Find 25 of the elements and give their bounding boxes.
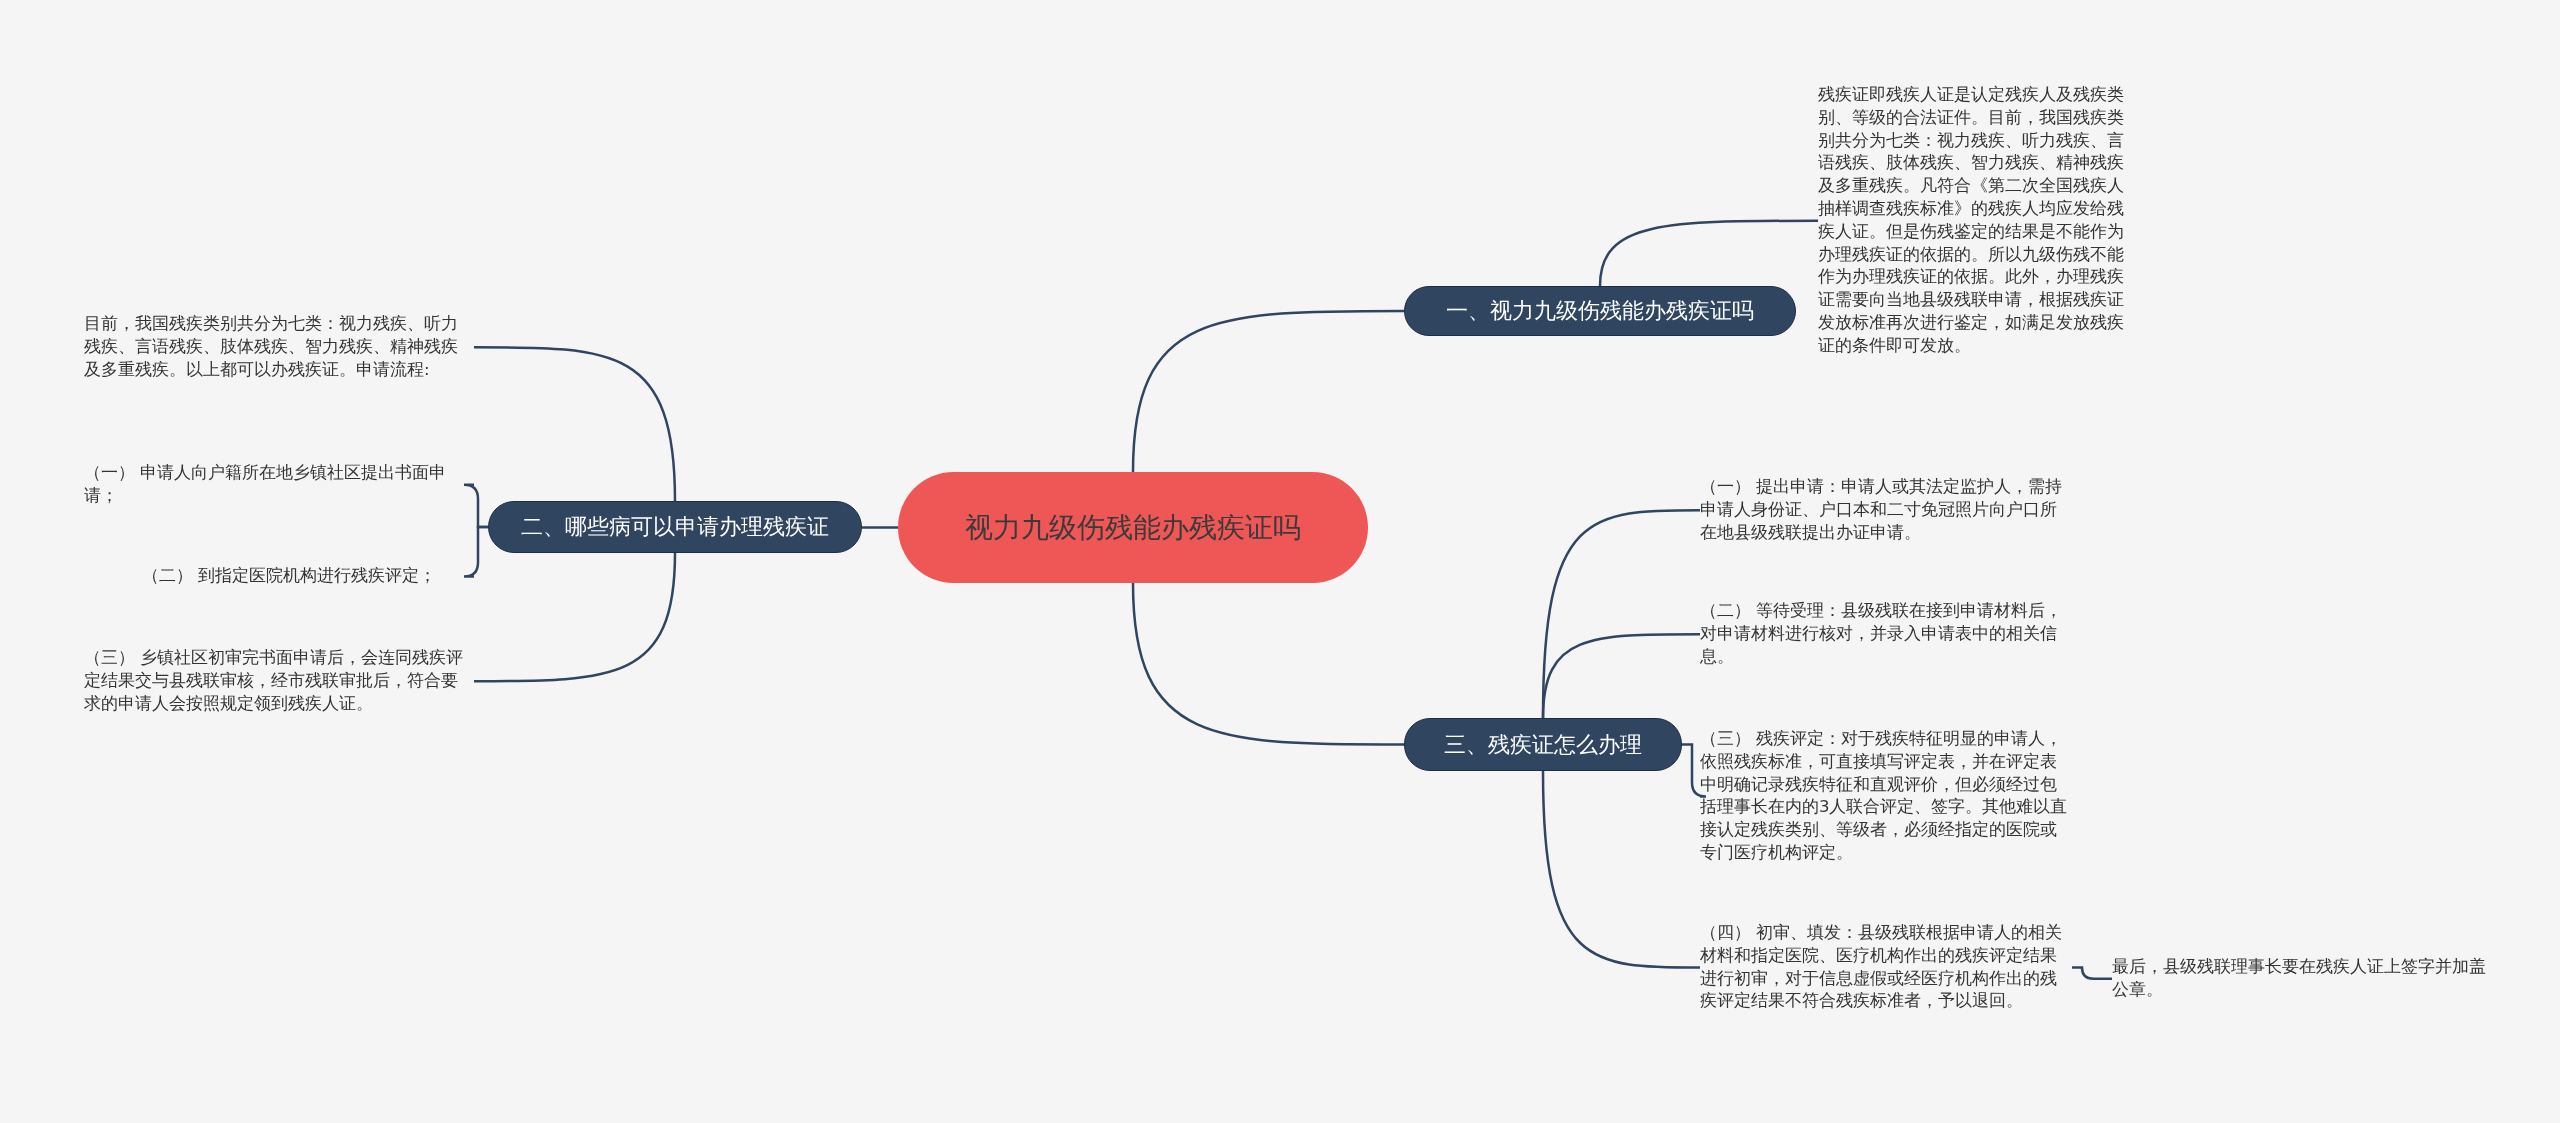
note-text: （二） 等待受理：县级残联在接到申请材料后，对申请材料进行核对，并录入申请表中的相关信息。: [1700, 600, 2064, 668]
topic-pill: 三、残疾证怎么办理: [1404, 718, 1682, 771]
note-text: 目前，我国残疾类别共分为七类：视力残疾、听力残疾、言语残疾、肢体残疾、智力残疾、精神残疾及多重残疾。以上都可以办残疾证。申请流程:: [84, 313, 459, 381]
topic-pill: 二、哪些病可以申请办理残疾证: [488, 501, 862, 553]
note-text: （一） 申请人向户籍所在地乡镇社区提出书面申请；: [84, 462, 448, 507]
connector-line: [1541, 632, 1700, 719]
note-text: 最后，县级残联理事长要在残疾人证上签字并加盖公章。: [2112, 956, 2487, 1001]
topic-pill: 一、视力九级伤残能办残疾证吗: [1404, 286, 1796, 336]
note-text: （三） 残疾评定：对于残疾特征明显的申请人，依照残疾标准，可直接填写评定表，并在评定表中明确记录残疾特征和直观评价，但必须经过包括理事长在内的3人联合评定、签字。其他难以直接认定残疾类别、等级者，必须经指定的医院或专门医疗机构评定。: [1700, 728, 2069, 864]
connector-line: [1131, 582, 1404, 746]
connector-line: [462, 525, 488, 578]
connector-line: [1598, 219, 1818, 287]
note-text: （一） 提出申请：申请人或其法定监护人，需持申请人身份证、户口本和二寸免冠照片向户口所在地县级残联提出办证申请。: [1700, 476, 2064, 544]
connector-line: [474, 345, 677, 502]
note-text: （三） 乡镇社区初审完书面申请后，会连同残疾评定结果交与县残联审核，经市残联审批后，符合要求的申请人会按照规定领到残疾人证。: [84, 647, 465, 715]
connector-line: [2072, 966, 2112, 981]
note-text: 残疾证即残疾人证是认定残疾人及残疾类别、等级的合法证件。目前，我国残疾类别共分为七类：视力残疾、听力残疾、言语残疾、肢体残疾、智力残疾、精神残疾及多重残疾。凡符合《第二次全国残疾人抽样调查残疾标准》的残疾人均应发给残疾人证。但是伤残鉴定的结果是不能作为办理残疾证的依据的。所以九级伤残不能作为办理残疾证的依据。此外，办理残疾证需要向当地县级残联申请，根据残疾证发放标准再次进行鉴定，如满足发放残疾证的条件即可发放。: [1818, 84, 2125, 357]
connector-line: [862, 526, 898, 529]
connector-line: [1541, 770, 1700, 969]
note-text: （二） 到指定医院机构进行残疾评定；: [142, 565, 438, 587]
note-text: （四） 初审、填发：县级残联根据申请人的相关材料和指定医院、医疗机构作出的残疾评定结果进行初审，对于信息虚假或经医疗机构作出的残疾评定结果不符合残疾标准者，予以退回。: [1700, 922, 2064, 1013]
connector-line: [1682, 743, 1708, 798]
connector-line: [1131, 309, 1404, 473]
connector-line: [474, 552, 677, 683]
central-topic: 视力九级伤残能办残疾证吗: [898, 472, 1368, 583]
